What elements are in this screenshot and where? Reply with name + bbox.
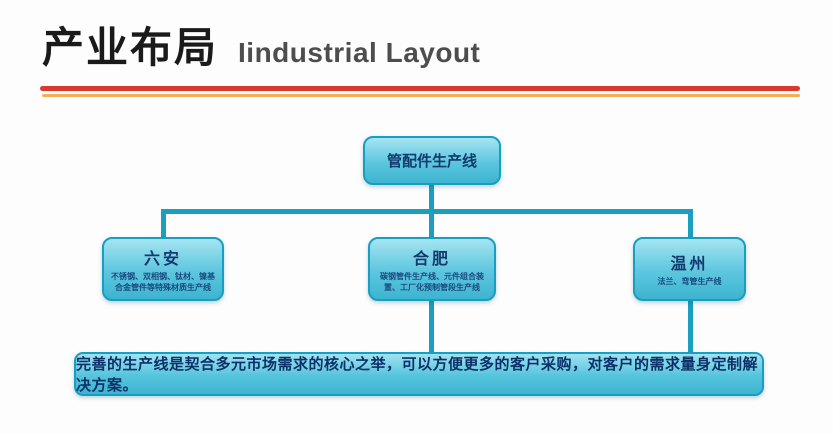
header: 产业布局 Iindustrial Layout bbox=[42, 14, 480, 75]
connector-wenzhou-to-footer bbox=[688, 299, 693, 354]
node-root-label: 管配件生产线 bbox=[386, 153, 477, 170]
title-underline-orange bbox=[42, 94, 800, 97]
page-title-chinese: 产业布局 bbox=[42, 24, 219, 71]
node-hefei-description: 碳钢管件生产线、元件组合装置、工厂化预制管段生产线 bbox=[380, 271, 484, 292]
node-hefei: 合肥 碳钢管件生产线、元件组合装置、工厂化预制管段生产线 bbox=[368, 237, 496, 301]
connector-drop-wenzhou bbox=[688, 209, 693, 239]
summary-bar: 完善的生产线是契合多元市场需求的核心之举，可以方便更多的客户采购，对客户的需求量… bbox=[74, 352, 764, 396]
connector-hefei-to-footer bbox=[429, 299, 434, 354]
node-luan-description: 不锈钢、双相钢、钛材、镍基合金管件等特殊材质生产线 bbox=[111, 271, 215, 292]
connector-drop-luan bbox=[161, 209, 166, 239]
node-wenzhou-description: 法兰、弯管生产线 bbox=[657, 277, 722, 287]
summary-text: 完善的生产线是契合多元市场需求的核心之举，可以方便更多的客户采购，对客户的需求量… bbox=[76, 356, 759, 394]
node-pipe-fitting-line: 管配件生产线 bbox=[363, 136, 501, 185]
node-wenzhou: 温州 法兰、弯管生产线 bbox=[633, 237, 746, 301]
title-underline-red bbox=[40, 86, 800, 91]
node-luan-name: 六安 bbox=[143, 250, 182, 268]
connector-drop-hefei bbox=[429, 209, 434, 239]
connector-horizontal bbox=[161, 209, 693, 214]
node-luan: 六安 不锈钢、双相钢、钛材、镍基合金管件等特殊材质生产线 bbox=[102, 237, 224, 301]
page-title-english: Iindustrial Layout bbox=[238, 37, 481, 68]
node-hefei-name: 合肥 bbox=[412, 250, 451, 268]
connector-root-vertical bbox=[429, 183, 434, 213]
node-wenzhou-name: 温州 bbox=[670, 256, 709, 274]
